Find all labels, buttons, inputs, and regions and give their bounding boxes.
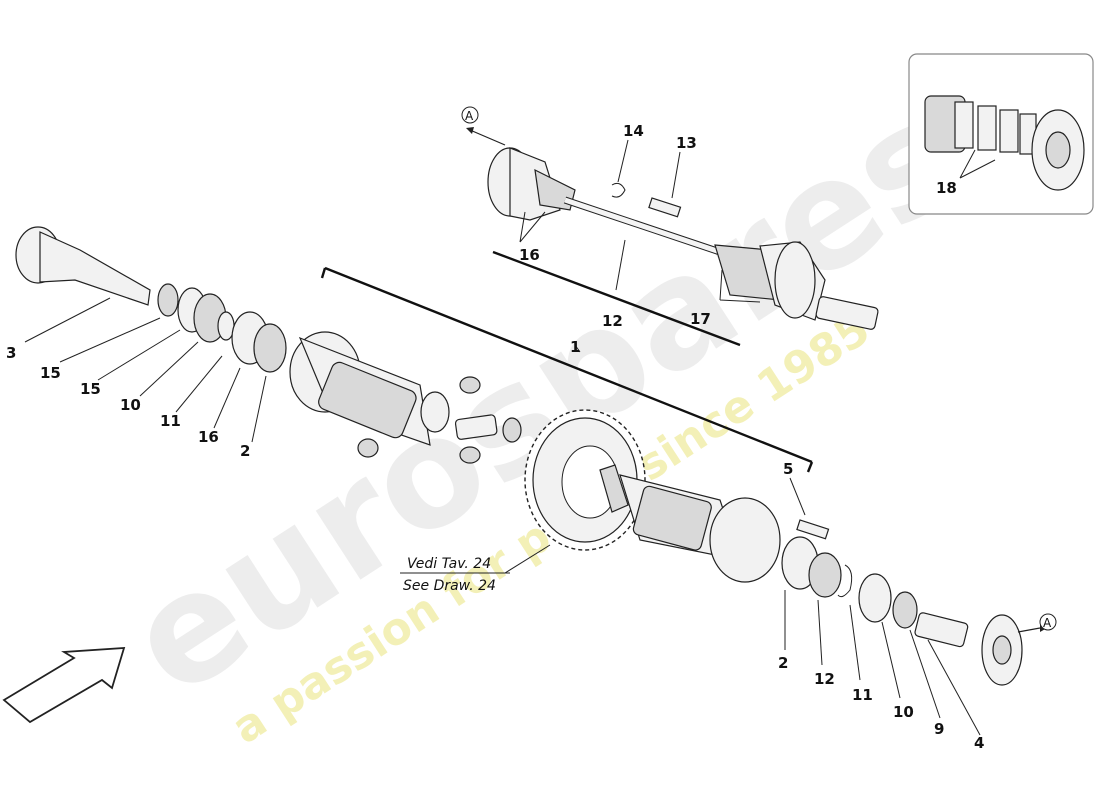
callout-18: 18	[936, 179, 957, 197]
right-differential-assembly: A 5 2 12 11 10 9 4	[619, 460, 1057, 752]
callout-14: 15	[80, 380, 101, 398]
callout-1: 1	[570, 338, 580, 356]
drawing-reference: Vedi Tav. 24 See Draw. 24	[400, 544, 551, 594]
reference-line-2: See Draw. 24	[403, 578, 496, 594]
callout-5: 5	[783, 460, 793, 478]
callout-11-right: 11	[852, 686, 873, 704]
differential-housing	[289, 331, 522, 464]
callout-3: 3	[6, 344, 16, 362]
callout-4: 4	[974, 734, 984, 752]
assembly-bracket: 1	[320, 266, 814, 473]
callout-15: 16	[198, 428, 219, 446]
inset-detail: 18	[908, 53, 1094, 215]
callout-6: 12	[602, 312, 623, 330]
arrow-marker-a-top: A	[465, 109, 474, 123]
reference-line-1: Vedi Tav. 24	[407, 556, 491, 572]
ring-gear	[524, 409, 646, 551]
arrow-marker-a-right: A	[1043, 616, 1052, 630]
callout-12: 12	[814, 670, 835, 688]
callout-10-left: 10	[120, 396, 141, 414]
callout-11-left: 11	[160, 412, 181, 430]
callout-8: 14	[623, 122, 644, 140]
callout-10-right: 10	[893, 703, 914, 721]
direction-arrow-icon	[2, 647, 126, 724]
callout-16: 16	[519, 246, 540, 264]
callout-13: 15	[40, 364, 61, 382]
callout-9: 9	[934, 720, 944, 738]
left-axle-assembly: 3 15 15 10 11 16 2	[6, 226, 287, 460]
callout-2-left: 2	[240, 442, 250, 460]
callout-2-right: 2	[778, 654, 788, 672]
half-shaft-assembly: A 14 13 16 12 17	[461, 106, 879, 347]
callout-7: 13	[676, 134, 697, 152]
callout-17: 17	[690, 310, 711, 328]
